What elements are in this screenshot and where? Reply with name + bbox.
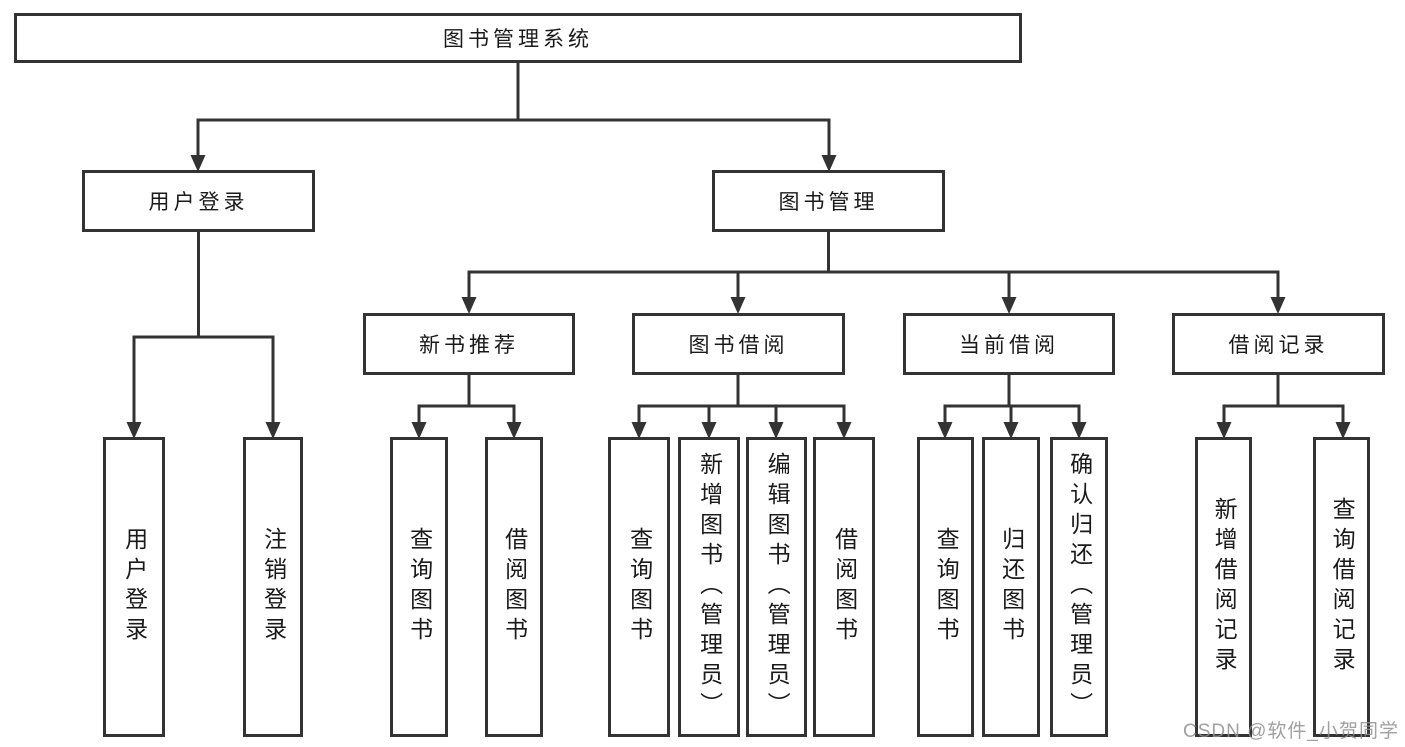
node-leaf-current-confirm-label: 确认归还（管理员） bbox=[1066, 452, 1093, 722]
node-new-book-recommend-label: 新书推荐 bbox=[419, 334, 519, 357]
node-user-login-label: 用户登录 bbox=[148, 191, 249, 214]
node-user-login: 用户登录 bbox=[82, 170, 315, 232]
node-book-management: 图书管理 bbox=[712, 170, 945, 232]
node-book-borrow-label: 图书借阅 bbox=[688, 334, 789, 357]
node-leaf-newbook-query: 查询图书 bbox=[390, 437, 448, 737]
node-leaf-current-return: 归还图书 bbox=[982, 437, 1040, 737]
node-leaf-logout: 注销登录 bbox=[243, 437, 303, 737]
node-leaf-borrow-edit: 编辑图书（管理员） bbox=[746, 437, 807, 737]
node-leaf-records-query-label: 查询借阅记录 bbox=[1329, 497, 1356, 677]
node-book-management-label: 图书管理 bbox=[778, 191, 879, 214]
node-leaf-borrow-borrow-label: 借阅图书 bbox=[831, 527, 858, 647]
node-borrow-records-label: 借阅记录 bbox=[1228, 334, 1329, 357]
node-leaf-newbook-borrow-label: 借阅图书 bbox=[501, 527, 528, 647]
node-leaf-current-return-label: 归还图书 bbox=[998, 527, 1025, 647]
node-borrow-records: 借阅记录 bbox=[1172, 313, 1385, 375]
node-book-borrow: 图书借阅 bbox=[632, 313, 845, 375]
node-leaf-newbook-query-label: 查询图书 bbox=[406, 527, 433, 647]
node-new-book-recommend: 新书推荐 bbox=[363, 313, 575, 375]
node-leaf-records-add-label: 新增借阅记录 bbox=[1211, 497, 1238, 677]
node-leaf-user-login-label: 用户登录 bbox=[121, 527, 148, 647]
csdn-watermark: CSDN @软件_小贺同学 bbox=[1183, 721, 1399, 742]
node-leaf-borrow-query: 查询图书 bbox=[608, 437, 670, 737]
node-root-label: 图书管理系统 bbox=[443, 28, 593, 51]
arrowheads bbox=[126, 155, 1351, 439]
node-leaf-records-add: 新增借阅记录 bbox=[1195, 437, 1252, 737]
node-leaf-newbook-borrow: 借阅图书 bbox=[485, 437, 543, 737]
node-leaf-borrow-add-label: 新增图书（管理员） bbox=[696, 452, 723, 722]
node-leaf-records-query: 查询借阅记录 bbox=[1313, 437, 1370, 737]
node-leaf-current-query-label: 查询图书 bbox=[933, 527, 960, 647]
node-leaf-borrow-borrow: 借阅图书 bbox=[813, 437, 875, 737]
node-leaf-borrow-edit-label: 编辑图书（管理员） bbox=[764, 452, 791, 722]
node-leaf-current-query: 查询图书 bbox=[917, 437, 974, 737]
node-leaf-logout-label: 注销登录 bbox=[260, 527, 287, 647]
node-leaf-borrow-add: 新增图书（管理员） bbox=[678, 437, 740, 737]
node-current-borrow-label: 当前借阅 bbox=[959, 334, 1059, 357]
node-leaf-current-confirm: 确认归还（管理员） bbox=[1050, 437, 1108, 737]
node-root: 图书管理系统 bbox=[14, 13, 1022, 63]
node-leaf-borrow-query-label: 查询图书 bbox=[626, 527, 653, 647]
node-current-borrow: 当前借阅 bbox=[903, 313, 1115, 375]
node-leaf-user-login: 用户登录 bbox=[103, 437, 165, 737]
